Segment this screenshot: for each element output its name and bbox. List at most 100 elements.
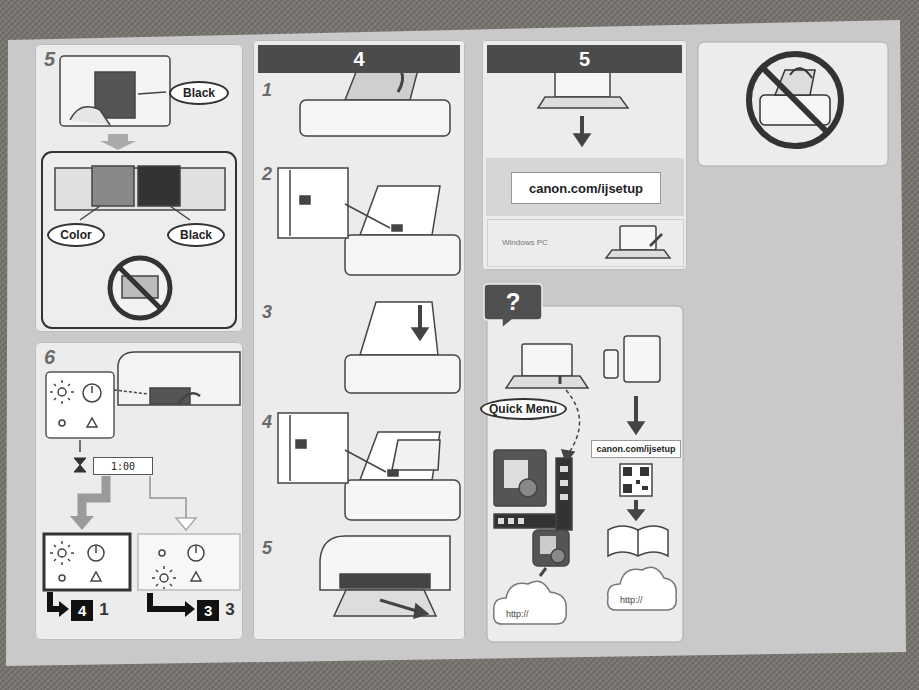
paper-loading-illustration: [289, 170, 291, 236]
cloud-shape: [494, 581, 567, 624]
power-panel-illustration: [88, 545, 104, 561]
help-illustration: [636, 480, 640, 484]
help-illustration: [628, 510, 644, 520]
step-panel: 5BlackColorBlack: [35, 44, 243, 332]
node-text: http://: [620, 595, 643, 605]
step-panel: 5 canon.com/ijsetupWindows PC: [482, 40, 687, 270]
node-text: Color: [60, 228, 91, 242]
cartridge-illustration: [100, 134, 136, 150]
help-illustration: [637, 530, 639, 556]
setup-illustration: [580, 116, 584, 136]
help-illustration: [640, 467, 649, 476]
callout-oval: Quick Menu: [480, 398, 567, 420]
power-panel-illustration: [152, 566, 176, 589]
setup-illustration: [574, 134, 590, 146]
node-text: ?: [482, 282, 544, 322]
node-text: 6: [44, 346, 55, 369]
power-panel-illustration: [59, 575, 65, 581]
paper-loading-illustration: [296, 440, 306, 448]
power-panel-illustration: [59, 420, 65, 426]
node-text: 5: [487, 45, 682, 73]
power-panel-illustration: [44, 352, 240, 617]
paper-loading-illustration: [414, 604, 428, 618]
paper-loading-illustration: [300, 196, 310, 204]
help-illustration: [533, 530, 569, 566]
help-illustration: [494, 450, 546, 506]
callout-oval: Color: [47, 223, 105, 247]
power-panel-illustration: [82, 476, 106, 518]
cartridge-illustration: [138, 92, 166, 94]
power-panel-illustration: [50, 380, 74, 404]
power-panel-illustration: [118, 352, 240, 405]
power-panel-illustration: [160, 574, 168, 582]
help-illustration: [518, 518, 524, 524]
paper-loading-illustration: [278, 54, 460, 618]
node-text: http://: [506, 609, 529, 619]
power-panel-illustration: [95, 546, 97, 553]
step-panel: 4: [253, 40, 465, 640]
panel-fills: [487, 306, 683, 642]
cartridge-illustration: [80, 206, 100, 220]
help-illustration: [623, 484, 632, 493]
node-text: 4: [71, 600, 93, 621]
power-panel-illustration: [138, 534, 240, 590]
power-panel-illustration: [150, 476, 186, 518]
paper-loading-illustration: [380, 600, 420, 612]
panel-fills: [35, 342, 243, 640]
help-illustration: [551, 549, 565, 563]
paper-loading-illustration: [388, 470, 398, 476]
power-panel-illustration: [50, 541, 74, 565]
power-panel-illustration: [44, 534, 130, 590]
paper-loading-illustration: [418, 305, 422, 330]
cartridge-illustration: [70, 107, 110, 125]
panel-fills: [698, 42, 888, 166]
panel-fills: [35, 40, 888, 642]
panel-fills: [482, 40, 687, 270]
help-illustration: [642, 486, 648, 490]
paper-loading-illustration: [289, 415, 291, 481]
cartridge-illustration: [110, 258, 170, 318]
cartridge-illustration: [42, 152, 236, 328]
power-panel-illustration: [150, 593, 186, 609]
paper-loading-illustration: [345, 235, 460, 275]
paper-loading-illustration: [345, 450, 386, 472]
timer-display: 1:00: [93, 457, 153, 475]
power-panel-illustration: [178, 393, 200, 404]
panel-fills: [35, 44, 243, 332]
paper-loading-illustration: [345, 480, 460, 520]
help-illustration: [566, 390, 580, 454]
web-cloud: http://: [490, 574, 570, 628]
step-number: 3: [262, 302, 272, 323]
os-box: Windows PC: [487, 219, 684, 267]
cloud-shape: [604, 562, 680, 614]
step-panel: 61:004133: [35, 342, 243, 640]
help-illustration: [519, 479, 537, 497]
node-text: canon.com/ijsetup: [529, 181, 643, 196]
paper-loading-illustration: [392, 225, 402, 231]
help-illustration: [560, 494, 568, 500]
step-number: 4: [262, 412, 272, 433]
power-panel-illustration: [114, 390, 148, 394]
callout-oval: Black: [169, 81, 229, 105]
cloud-shape: [490, 574, 570, 628]
node-text: Black: [180, 228, 212, 242]
paper-loading-illustration: [360, 302, 438, 355]
paper-loading-illustration: [360, 432, 440, 480]
paper-loading-illustration: [392, 440, 440, 470]
paper-loading-illustration: [340, 574, 430, 588]
prohibition-illustration: [790, 68, 812, 78]
power-panel-illustration: [91, 572, 101, 581]
power-panel-illustration: [176, 518, 196, 530]
help-illustration: [494, 514, 556, 528]
paper-loading-illustration: [360, 186, 440, 235]
cartridge-illustration: [119, 267, 161, 309]
setup-illustration: [486, 158, 684, 216]
node-text: canon.com/ijsetup: [596, 444, 675, 454]
paper-sheet: [6, 20, 906, 666]
web-cloud: http://: [604, 562, 680, 614]
help-illustration: [508, 518, 514, 524]
power-panel-illustration: [83, 384, 101, 402]
paper-loading-illustration: [320, 536, 450, 590]
